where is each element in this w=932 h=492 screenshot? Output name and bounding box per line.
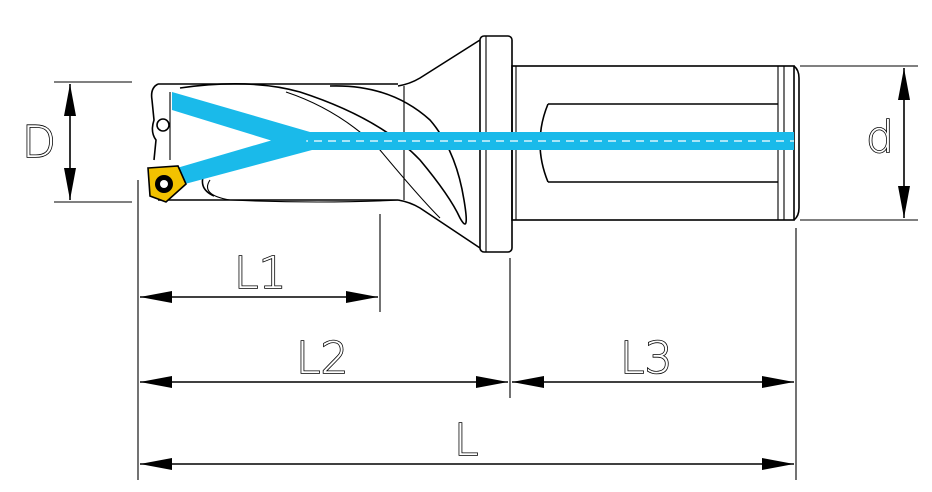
dim-L2-label: L2	[296, 333, 349, 384]
dim-L1-label: L1	[234, 248, 287, 299]
dim-L1: L1	[140, 247, 378, 303]
dim-L3: L3	[512, 332, 794, 388]
dim-L-label: L	[454, 415, 479, 466]
dim-D: D	[21, 81, 132, 203]
extension-lines	[137, 180, 797, 480]
cutting-insert	[147, 165, 187, 203]
coolant-channels	[170, 92, 794, 188]
dim-L3-label: L3	[620, 333, 673, 384]
coolant-upper-branch	[172, 92, 310, 150]
dim-L: L	[140, 414, 794, 470]
dim-d: d	[800, 65, 918, 221]
coolant-lower-branch	[170, 132, 312, 188]
dim-D-label: D	[22, 117, 56, 168]
dim-L2: L2	[140, 332, 508, 388]
coolant-main-channel	[300, 132, 794, 150]
drill-body	[150, 83, 468, 225]
dim-d-label: d	[866, 112, 894, 163]
